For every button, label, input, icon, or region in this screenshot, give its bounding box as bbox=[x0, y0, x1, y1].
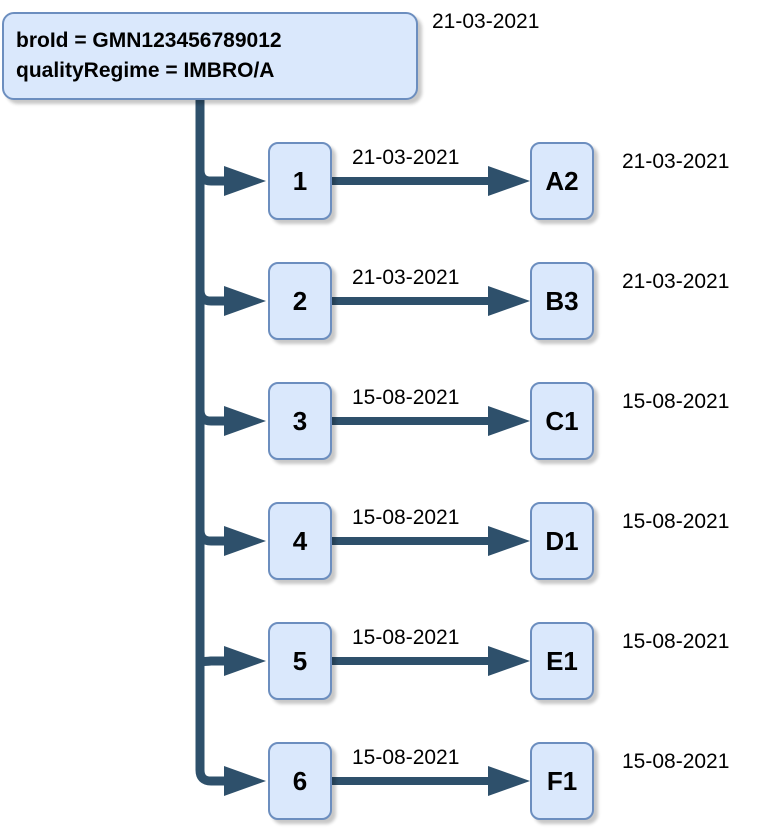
branch-arrow-1 bbox=[224, 166, 266, 196]
edge-label-6: 15-08-2021 bbox=[352, 746, 460, 769]
edge-label-1: 21-03-2021 bbox=[352, 146, 460, 169]
node-left-5[interactable]: 5 bbox=[268, 622, 332, 700]
side-date-label-4: 15-08-2021 bbox=[622, 510, 730, 533]
node-left-4[interactable]: 4 bbox=[268, 502, 332, 580]
edge-arrow-3 bbox=[488, 406, 530, 436]
branch-arrow-2 bbox=[224, 286, 266, 316]
edge-arrow-6 bbox=[488, 766, 530, 796]
node-right-4[interactable]: D1 bbox=[530, 502, 594, 580]
trunk-line bbox=[195, 100, 226, 786]
branch-arrow-6 bbox=[224, 766, 266, 796]
branch-elbow-5 bbox=[195, 656, 226, 666]
edge-label-3: 15-08-2021 bbox=[352, 386, 460, 409]
edge-label-4: 15-08-2021 bbox=[352, 506, 460, 529]
edge-label-2: 21-03-2021 bbox=[352, 266, 460, 289]
branch-elbow-3 bbox=[195, 409, 226, 426]
node-left-3[interactable]: 3 bbox=[268, 382, 332, 460]
side-date-label-2: 21-03-2021 bbox=[622, 270, 730, 293]
edge-arrow-2 bbox=[488, 286, 530, 316]
trunk-and-branches bbox=[195, 100, 226, 786]
node-left-6[interactable]: 6 bbox=[268, 742, 332, 820]
node-right-5[interactable]: E1 bbox=[530, 622, 594, 700]
root-node[interactable]: broId = GMN123456789012 qualityRegime = … bbox=[2, 12, 418, 100]
node-right-2[interactable]: B3 bbox=[530, 262, 594, 340]
node-left-1[interactable]: 1 bbox=[268, 142, 332, 220]
node-right-1[interactable]: A2 bbox=[530, 142, 594, 220]
root-date-label: 21-03-2021 bbox=[432, 10, 540, 33]
branch-elbow-4 bbox=[195, 529, 226, 546]
row-edges bbox=[332, 166, 530, 796]
branch-arrow-4 bbox=[224, 526, 266, 556]
branch-arrow-5 bbox=[224, 646, 266, 676]
node-right-6[interactable]: F1 bbox=[530, 742, 594, 820]
edge-label-5: 15-08-2021 bbox=[352, 626, 460, 649]
node-left-2[interactable]: 2 bbox=[268, 262, 332, 340]
branch-arrowheads bbox=[224, 166, 266, 796]
edge-arrow-4 bbox=[488, 526, 530, 556]
root-node-line-broid: broId = GMN123456789012 bbox=[16, 29, 282, 52]
side-date-label-3: 15-08-2021 bbox=[622, 390, 730, 413]
side-date-label-6: 15-08-2021 bbox=[622, 750, 730, 773]
node-right-3[interactable]: C1 bbox=[530, 382, 594, 460]
branch-elbow-2 bbox=[195, 289, 226, 306]
side-date-label-5: 15-08-2021 bbox=[622, 630, 730, 653]
branch-elbow-1 bbox=[195, 169, 226, 186]
branch-arrow-3 bbox=[224, 406, 266, 436]
edge-arrow-1 bbox=[488, 166, 530, 196]
root-node-line-quality-regime: qualityRegime = IMBRO/A bbox=[16, 59, 275, 82]
edge-arrow-5 bbox=[488, 646, 530, 676]
side-date-label-1: 21-03-2021 bbox=[622, 150, 730, 173]
